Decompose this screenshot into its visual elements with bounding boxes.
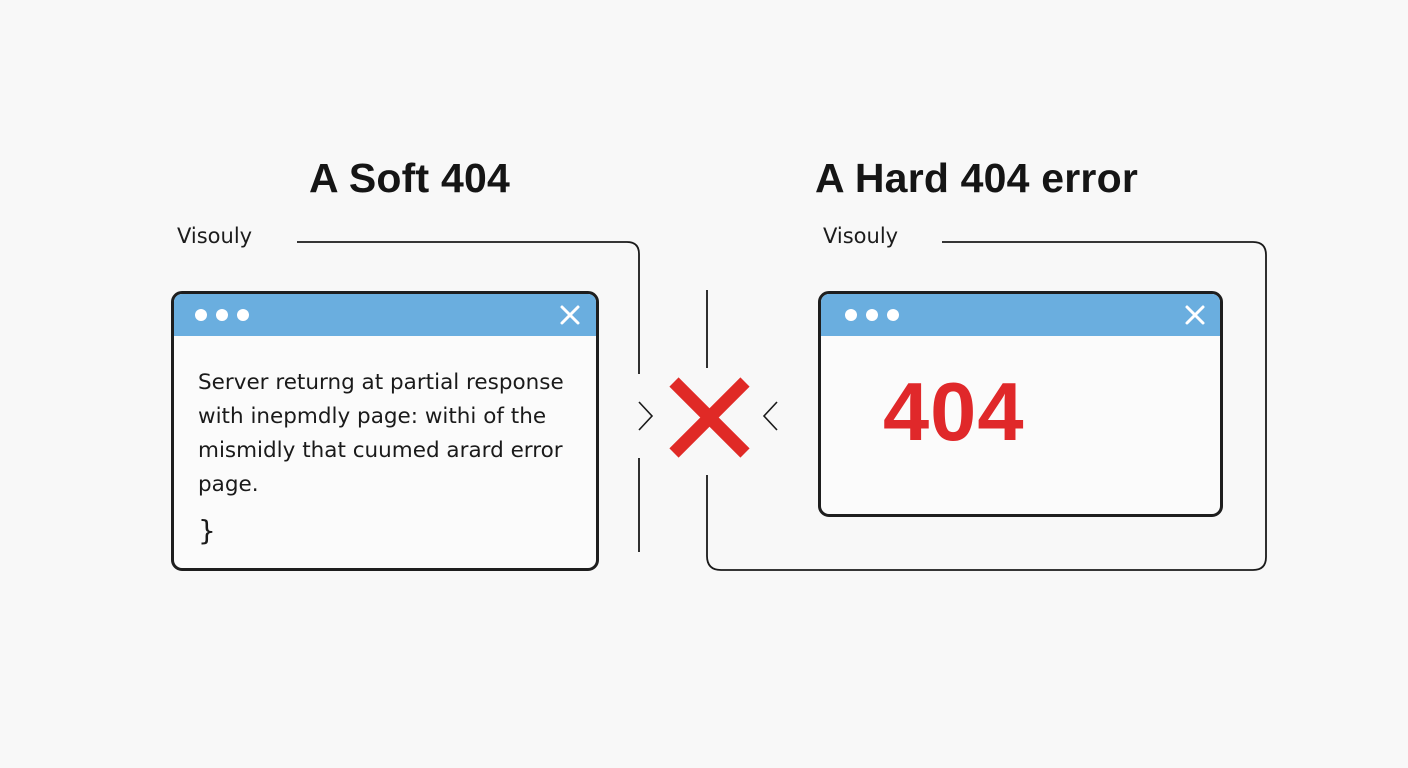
visually-label-left: Visouly [177,224,253,248]
soft-404-description: Server returng at partial response with … [198,370,564,497]
closing-brace: } [198,514,216,547]
soft-404-browser-window: Server returng at partial response with … [171,291,599,571]
window-dot-icon [866,309,878,321]
visually-label-right: Visouly [823,224,899,248]
window-dot-icon [845,309,857,321]
hard-404-browser-window: 404 [818,291,1223,517]
soft-404-title: A Soft 404 [309,155,510,201]
chevron-right-icon [638,401,654,431]
chevron-left-icon [762,401,778,431]
red-x-icon [669,377,750,458]
window-titlebar [821,294,1220,336]
window-dot-icon [887,309,899,321]
window-dot-icon [216,309,228,321]
hard-404-title: A Hard 404 error [815,155,1138,201]
error-code-404: 404 [883,365,1025,458]
window-titlebar [174,294,596,336]
window-dot-icon [195,309,207,321]
window-dot-icon [237,309,249,321]
close-icon[interactable] [558,303,582,327]
close-icon[interactable] [1183,303,1207,327]
